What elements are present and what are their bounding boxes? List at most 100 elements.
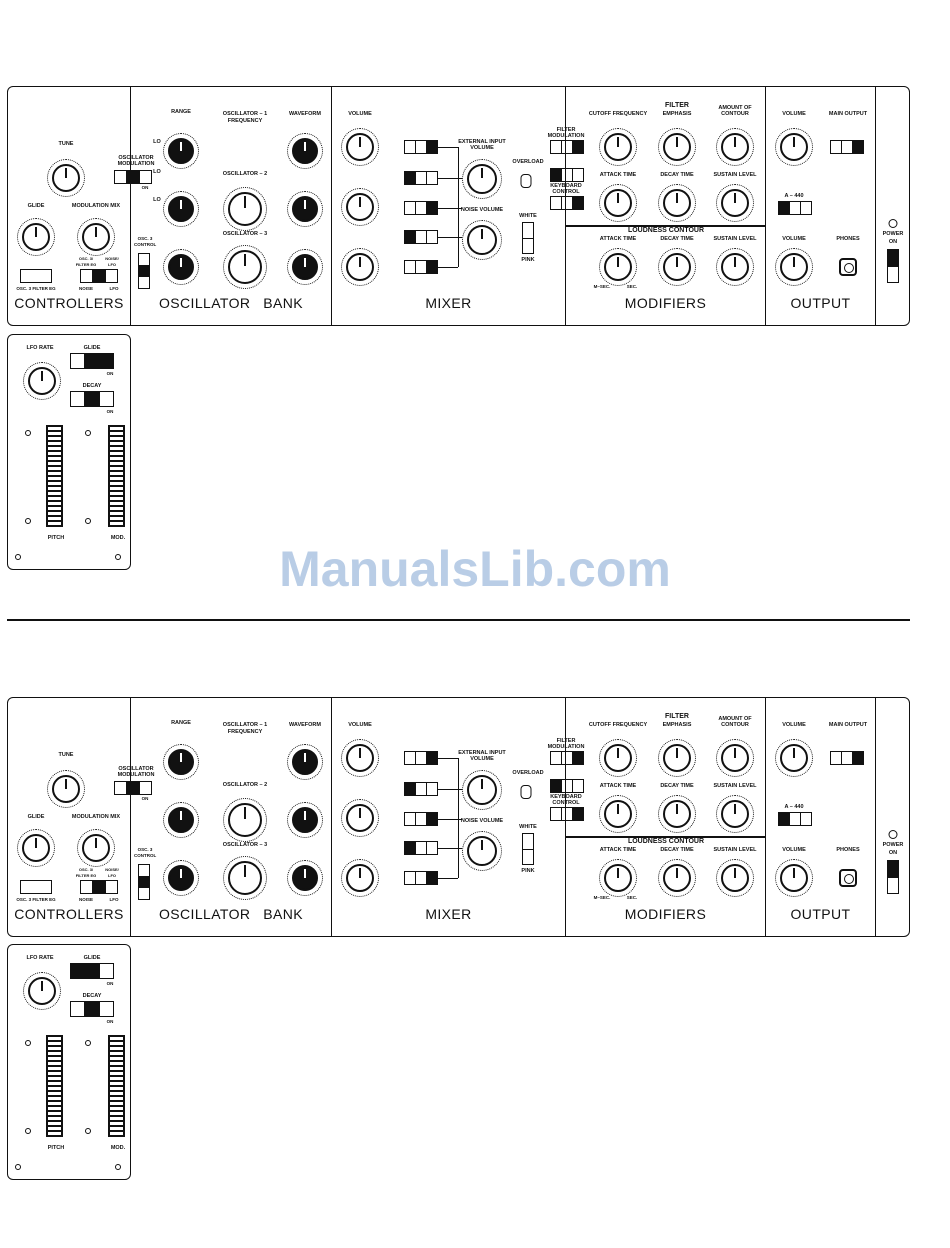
mixer-volume-knob-3[interactable] <box>341 248 379 286</box>
mixer-switch-b4[interactable] <box>404 841 438 855</box>
mixer-switch-b3[interactable] <box>404 812 438 826</box>
cutoff-knob[interactable] <box>599 128 637 166</box>
phones-jack[interactable] <box>839 258 857 276</box>
mod-wheel-2[interactable] <box>108 1035 125 1137</box>
power-switch[interactable] <box>887 249 899 283</box>
mixer-switch-2[interactable] <box>404 171 438 185</box>
filter-modulation-switch-2[interactable] <box>550 751 584 765</box>
cutoff-knob-2[interactable] <box>599 739 637 777</box>
osc3-filter-eg-switch[interactable] <box>20 269 52 283</box>
osc3-control-switch-2[interactable] <box>138 864 150 900</box>
output-volume-knob-2[interactable] <box>775 739 813 777</box>
power-switch-2[interactable] <box>887 860 899 894</box>
main-output-switch-2[interactable] <box>830 751 864 765</box>
mixer-switch-4[interactable] <box>404 230 438 244</box>
noise-lfo-switch-2[interactable] <box>80 880 118 894</box>
emphasis-knob-2[interactable] <box>658 739 696 777</box>
osc2-frequency-knob[interactable] <box>223 187 267 231</box>
osc-mod-switch[interactable] <box>114 170 152 184</box>
range-knob-2[interactable] <box>163 191 199 227</box>
waveform-knob-b1[interactable] <box>287 744 323 780</box>
mixer-volume-knob-1[interactable] <box>341 128 379 166</box>
phones-volume-knob-2[interactable] <box>775 859 813 897</box>
waveform-knob-3[interactable] <box>287 249 323 285</box>
tune-knob[interactable] <box>47 159 85 197</box>
osc3-control-switch[interactable] <box>138 253 150 289</box>
phones-volume-knob[interactable] <box>775 248 813 286</box>
mixer-switch-3[interactable] <box>404 201 438 215</box>
loud-decay-knob[interactable] <box>658 248 696 286</box>
waveform-knob-b2[interactable] <box>287 802 323 838</box>
osc2-frequency-knob-2[interactable] <box>223 798 267 842</box>
noise-color-switch[interactable] <box>522 222 534 254</box>
filter-sustain-knob-2[interactable] <box>716 795 754 833</box>
mixer-volume-knob-b2[interactable] <box>341 799 379 837</box>
range-knob-b2[interactable] <box>163 802 199 838</box>
keyboard-control-switch-1[interactable] <box>550 168 584 182</box>
loud-sustain-knob[interactable] <box>716 248 754 286</box>
loud-attack-knob[interactable] <box>599 248 637 286</box>
osc3-filter-eg-switch-2[interactable] <box>20 880 52 894</box>
glide-knob[interactable] <box>17 218 55 256</box>
mixer-volume-knob-2[interactable] <box>341 188 379 226</box>
filter-decay-knob-2[interactable] <box>658 795 696 833</box>
filter-decay-knob[interactable] <box>658 184 696 222</box>
external-input-knob[interactable] <box>462 159 502 199</box>
range-knob-b1[interactable] <box>163 744 199 780</box>
noise-volume-knob-2[interactable] <box>462 831 502 871</box>
mixer-switch-b1[interactable] <box>404 751 438 765</box>
a440-switch[interactable] <box>778 201 812 215</box>
mixer-switch-b2[interactable] <box>404 782 438 796</box>
glide-switch[interactable] <box>70 353 114 369</box>
filter-attack-knob[interactable] <box>599 184 637 222</box>
modulation-mix-knob-2[interactable] <box>77 829 115 867</box>
mixer-switch-b5[interactable] <box>404 871 438 885</box>
lfo-rate-knob-2[interactable] <box>23 972 61 1010</box>
noise-lfo-switch[interactable] <box>80 269 118 283</box>
mixer-switch-5[interactable] <box>404 260 438 274</box>
tune-knob-2[interactable] <box>47 770 85 808</box>
noise-volume-knob[interactable] <box>462 220 502 260</box>
range-knob-1[interactable] <box>163 133 199 169</box>
decay-switch-2[interactable] <box>70 1001 114 1017</box>
pitch-wheel-2[interactable] <box>46 1035 63 1137</box>
modulation-mix-knob[interactable] <box>77 218 115 256</box>
mixer-switch-1[interactable] <box>404 140 438 154</box>
glide-knob-2[interactable] <box>17 829 55 867</box>
emphasis-knob[interactable] <box>658 128 696 166</box>
loud-decay-knob-2[interactable] <box>658 859 696 897</box>
osc3-frequency-knob[interactable] <box>223 245 267 289</box>
keyboard-control-switch-2[interactable] <box>550 196 584 210</box>
keyboard-control-switch-b1[interactable] <box>550 779 584 793</box>
output-volume-knob[interactable] <box>775 128 813 166</box>
waveform-knob-2[interactable] <box>287 191 323 227</box>
amount-knob-2[interactable] <box>716 739 754 777</box>
waveform-knob-b3[interactable] <box>287 860 323 896</box>
glide-switch-2[interactable] <box>70 963 114 979</box>
osc1-label-2: OSCILLATOR – 1 <box>222 722 268 728</box>
lfo-rate-knob[interactable] <box>23 362 61 400</box>
filter-attack-knob-2[interactable] <box>599 795 637 833</box>
noise-color-switch-2[interactable] <box>522 833 534 865</box>
external-input-knob-2[interactable] <box>462 770 502 810</box>
phones-jack-2[interactable] <box>839 869 857 887</box>
decay-switch[interactable] <box>70 391 114 407</box>
mixer-volume-knob-b3[interactable] <box>341 859 379 897</box>
pitch-wheel[interactable] <box>46 425 63 527</box>
filter-sustain-knob[interactable] <box>716 184 754 222</box>
mixer-volume-knob-b1[interactable] <box>341 739 379 777</box>
osc-mod-switch-2[interactable] <box>114 781 152 795</box>
range-knob-3[interactable] <box>163 249 199 285</box>
a440-switch-2[interactable] <box>778 812 812 826</box>
waveform-knob-1[interactable] <box>287 133 323 169</box>
loud-attack-knob-2[interactable] <box>599 859 637 897</box>
amount-knob[interactable] <box>716 128 754 166</box>
osc3-frequency-knob-2[interactable] <box>223 856 267 900</box>
main-output-switch[interactable] <box>830 140 864 154</box>
loud-sustain-knob-2[interactable] <box>716 859 754 897</box>
keyboard-control-switch-b2[interactable] <box>550 807 584 821</box>
filter-modulation-switch[interactable] <box>550 140 584 154</box>
mod-wheel[interactable] <box>108 425 125 527</box>
range-knob-b3[interactable] <box>163 860 199 896</box>
glide-on-label: ON <box>106 371 114 376</box>
